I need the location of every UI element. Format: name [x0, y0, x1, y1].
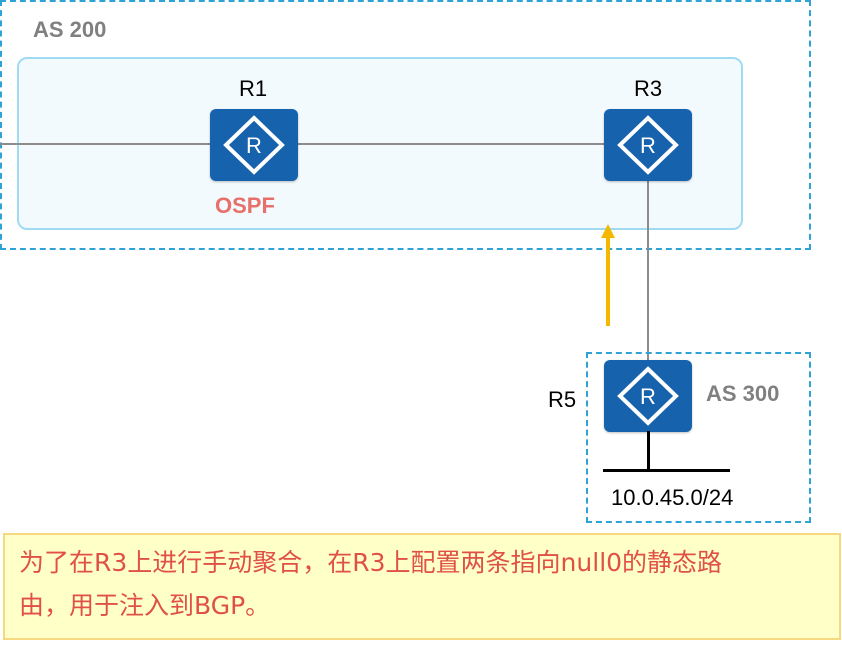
- link-r1-r3: [296, 143, 606, 145]
- router-icon: R: [617, 115, 679, 175]
- network-label: 10.0.45.0/24: [611, 485, 734, 510]
- router-r5[interactable]: R: [604, 360, 692, 432]
- svg-text:R: R: [640, 384, 656, 409]
- r3-label: R3: [634, 76, 663, 101]
- lan-segment: [603, 469, 730, 472]
- as200-label: AS 200: [33, 17, 107, 42]
- router-icon: R: [223, 115, 285, 175]
- note-line-2: 由，用于注入到BGP。: [19, 591, 271, 620]
- link-r5-lan: [647, 431, 650, 471]
- router-r1[interactable]: R: [210, 109, 298, 181]
- as200-boundary: [0, 0, 811, 250]
- note-box: 为了在R3上进行手动聚合，在R3上配置两条指向null0的静态路 由，用于注入到…: [3, 533, 841, 640]
- ospf-label: OSPF: [215, 193, 275, 218]
- svg-text:R: R: [246, 133, 262, 158]
- router-r3[interactable]: R: [604, 109, 692, 181]
- r5-label: R5: [548, 387, 577, 412]
- as300-boundary: [586, 352, 811, 523]
- as300-label: AS 300: [706, 381, 780, 406]
- link-r3-r5: [647, 178, 649, 362]
- note-line-1: 为了在R3上进行手动聚合，在R3上配置两条指向null0的静态路: [19, 548, 723, 577]
- up-arrow-icon: [601, 224, 615, 326]
- link-external-r1: [0, 143, 212, 145]
- svg-text:R: R: [640, 133, 656, 158]
- r1-label: R1: [239, 76, 268, 101]
- router-icon: R: [617, 366, 679, 426]
